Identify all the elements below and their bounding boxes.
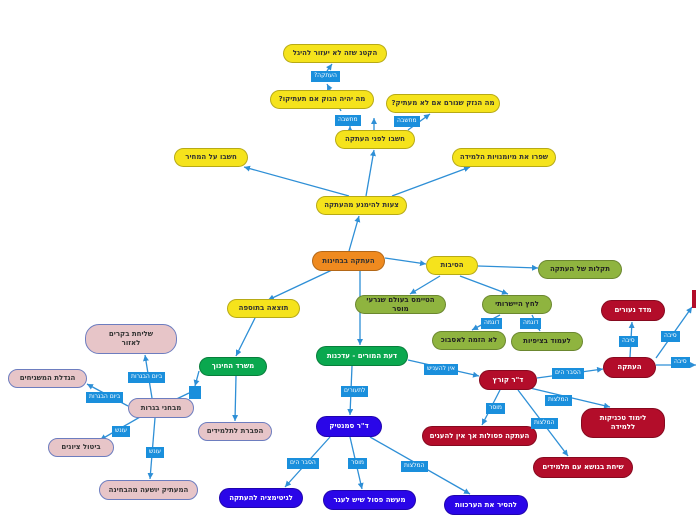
price-node[interactable]: חשבו על המחיר — [174, 148, 248, 167]
tag-teacher-ed-a[interactable]: לתעורים — [341, 386, 369, 397]
collab-node[interactable]: שפרו את מיומנויות הלמידה — [452, 148, 556, 167]
c3-node[interactable]: לימוד טכניקות ללמידה — [581, 408, 665, 438]
tag-dr-a-2[interactable]: מוסר — [348, 458, 367, 469]
tag-dr-a-3[interactable]: המלצות — [401, 461, 428, 472]
plagiarism-node[interactable]: הפברת לתלמידים — [198, 422, 272, 441]
q-sense-node[interactable]: הקטנ שזה לא יעזור להיגל — [283, 44, 387, 63]
connector-12 — [459, 275, 509, 295]
hide-node[interactable]: ביטול ציונים — [48, 438, 114, 457]
tag-think-cause[interactable]: מחשבה — [394, 116, 420, 127]
teacher-ed-node[interactable]: דעת המורים - עדכנות — [316, 346, 408, 366]
q-cause-node[interactable]: מה הנזק שגורם אם לא מעתיק? — [386, 94, 500, 113]
tag-school-b[interactable]: ביום הבגרות — [86, 392, 124, 403]
tag-c4-1[interactable]: סיבה — [619, 336, 638, 347]
consequences-node[interactable]: תקלות של העתקה — [538, 260, 622, 279]
honor-node[interactable]: הגדלת המשגיחים — [8, 369, 87, 388]
exam-super-node[interactable]: מבחני בגרות — [128, 398, 194, 418]
b3-node[interactable]: להסיר את הערכוות — [444, 495, 528, 515]
dr-a-node[interactable]: ד"ר סמנטיק — [316, 416, 382, 437]
connector-2 — [243, 165, 350, 197]
junction-square — [189, 386, 201, 399]
connector-10 — [477, 264, 539, 271]
outcomes-node[interactable]: תוצאה בתוספה — [227, 299, 300, 318]
dr-b-node[interactable]: ד"ר קורץ — [479, 370, 537, 390]
grades-node[interactable]: לעמוד בציפיות — [511, 332, 583, 351]
connector-9 — [384, 257, 427, 267]
reasons-node[interactable]: הסיבות — [426, 256, 478, 275]
tag-c4-2[interactable]: סיבה — [661, 331, 680, 342]
c2-node[interactable]: שיחת בנושא עם תלמידים — [533, 457, 633, 478]
connector-0 — [348, 215, 361, 252]
sharing-node[interactable]: שליחת בקרים לאזור — [85, 324, 177, 354]
b2-node[interactable]: מעשה פסול שיש לעגר — [323, 490, 416, 510]
tag-pressure-a[interactable]: דוגמה — [481, 318, 503, 329]
c4-node[interactable]: העתקה — [603, 357, 656, 378]
tag-dr-a-1[interactable]: הסבר הים — [287, 458, 319, 469]
social-node[interactable]: הטיימס בעולם שגרעי מוסר — [355, 295, 446, 314]
tag-school-a[interactable]: ביום הבגרות — [128, 372, 166, 383]
tag-dr-b-3[interactable]: המלצות — [531, 418, 558, 429]
connector-18 — [232, 375, 239, 422]
tag-teacher-ed-b[interactable]: אין להעניש — [424, 364, 458, 375]
connector-19 — [193, 370, 200, 387]
think-node[interactable]: חשבו לפני העתקה — [335, 130, 415, 149]
tag-think-caught[interactable]: מחשבה — [335, 115, 361, 126]
pressure-node[interactable]: לחץ היישרותי — [482, 295, 552, 314]
tag-c4-3[interactable]: סיבה — [671, 357, 690, 368]
connector-1 — [365, 149, 376, 197]
tag-think-sense[interactable]: העתקה? — [311, 71, 340, 82]
tag-school-d[interactable]: עונש — [146, 447, 165, 458]
tag-dr-b-4[interactable]: המלצות — [545, 395, 572, 406]
connector-17 — [235, 317, 256, 357]
q-caught-node[interactable]: מה יהיה הגוק אם תעתיקו? — [270, 90, 374, 109]
tag-dr-b-2[interactable]: מוסר — [486, 403, 505, 414]
c5-node[interactable]: מדד נעורים — [601, 300, 665, 321]
connector-3 — [391, 166, 471, 197]
connector-6 — [326, 63, 333, 72]
b1-node[interactable]: לגיטימציה להעתקה — [219, 488, 303, 508]
no-time-node[interactable]: לא הזמה לאסבוכ — [432, 331, 506, 350]
tag-dr-b-1[interactable]: הסבר הים — [552, 368, 584, 379]
root-node[interactable]: העתקה בבחינות — [312, 251, 385, 271]
tools-node[interactable]: צעות להימנע מהעתקה — [316, 196, 407, 215]
c1-node[interactable]: העתקה פסולות אך אין להענים — [422, 426, 537, 446]
tag-pressure-b[interactable]: דוגמה — [520, 318, 542, 329]
connector-15 — [267, 269, 333, 301]
tag-school-c[interactable]: עונש — [112, 426, 131, 437]
teacher-note-node[interactable]: המעתיק יושעה מהבחינה — [99, 480, 198, 500]
connector-11 — [409, 275, 441, 295]
school-node[interactable]: משרד החינוך — [199, 357, 267, 376]
offscreen-node-edge — [692, 290, 696, 308]
